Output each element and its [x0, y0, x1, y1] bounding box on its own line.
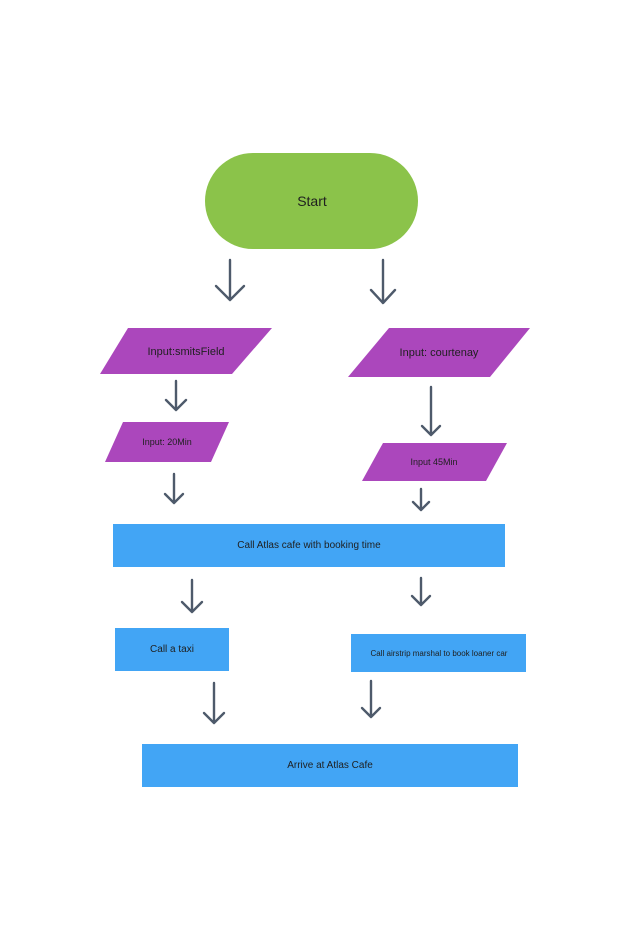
- arrow-20min-to-atlas: [163, 472, 185, 505]
- arrive-node: Arrive at Atlas Cafe: [142, 744, 518, 787]
- call-taxi-node: Call a taxi: [115, 628, 229, 671]
- arrow-start-to-smitsfield: [214, 258, 246, 302]
- call-taxi-shape: [115, 628, 229, 671]
- call-atlas-node: Call Atlas cafe with booking time: [113, 524, 505, 567]
- input-courtenay-label: Input: courtenay: [400, 347, 479, 359]
- arrive-shape: [142, 744, 518, 787]
- arrow-taxi-to-arrive: [202, 681, 226, 725]
- call-marshal-node: Call airstrip marshal to book loaner car: [351, 634, 526, 672]
- input-45min-shape: [362, 443, 507, 481]
- call-marshal-label: Call airstrip marshal to book loaner car: [371, 649, 508, 658]
- input-courtenay-node: Input: courtenay: [348, 328, 530, 377]
- arrow-45min-to-atlas: [411, 487, 431, 512]
- input-20min-node: Input: 20Min: [105, 422, 229, 462]
- call-marshal-shape: [351, 634, 526, 672]
- arrive-label: Arrive at Atlas Cafe: [287, 760, 373, 771]
- arrow-start-to-courtenay: [369, 258, 397, 305]
- input-smitsfield-node: Input:smitsField: [100, 328, 272, 374]
- start-node: Start: [205, 153, 418, 249]
- arrow-atlas-to-taxi: [180, 578, 204, 614]
- input-45min-node: Input 45Min: [362, 443, 507, 481]
- call-atlas-label: Call Atlas cafe with booking time: [237, 540, 381, 551]
- start-label: Start: [297, 193, 327, 209]
- call-atlas-shape: [113, 524, 505, 567]
- input-45min-label: Input 45Min: [410, 457, 457, 467]
- arrow-atlas-to-marshal: [410, 576, 432, 607]
- input-20min-label: Input: 20Min: [142, 437, 192, 447]
- input-smitsfield-label: Input:smitsField: [147, 346, 224, 358]
- arrow-smitsfield-to-20min: [164, 379, 188, 412]
- input-smitsfield-shape: [100, 328, 272, 374]
- input-20min-shape: [105, 422, 229, 462]
- input-courtenay-shape: [348, 328, 530, 377]
- start-shape: [205, 153, 418, 249]
- arrow-marshal-to-arrive: [360, 679, 382, 719]
- arrow-courtenay-to-45min: [420, 385, 442, 437]
- call-taxi-label: Call a taxi: [150, 644, 194, 655]
